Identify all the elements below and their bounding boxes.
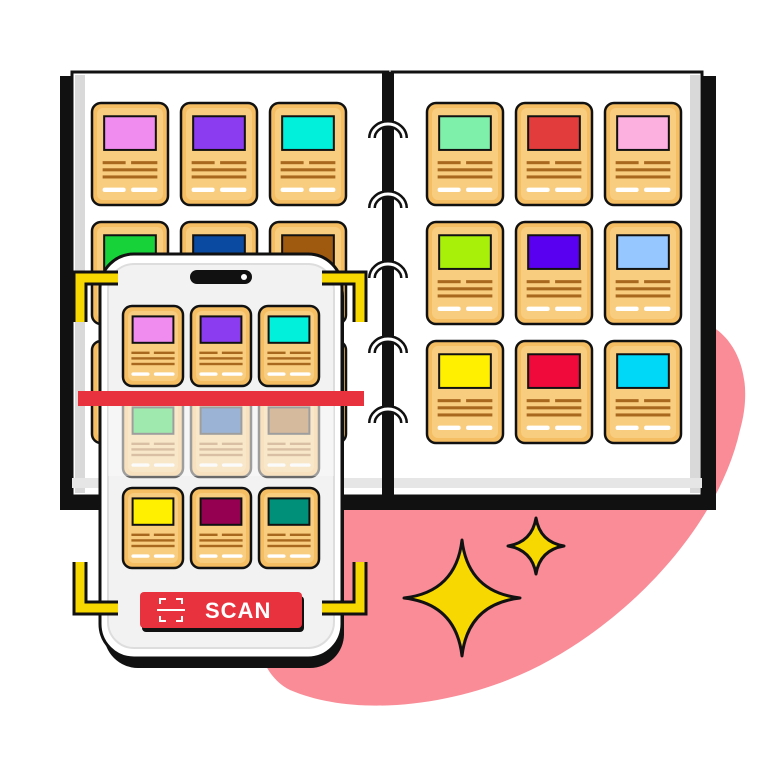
card-artwork	[199, 406, 243, 435]
phone-screen-card	[189, 486, 253, 570]
binder-card	[425, 220, 505, 326]
binder-card	[268, 101, 348, 207]
binder-card	[514, 101, 594, 207]
phone-screen-card	[121, 304, 185, 388]
card-artwork	[131, 315, 175, 344]
binder-right-page-shade	[690, 75, 700, 493]
card-artwork	[438, 234, 492, 270]
phone-screen-card	[257, 395, 321, 479]
scan-frame-icon	[157, 598, 185, 622]
corner-bracket-fill	[322, 562, 365, 613]
binder-card	[90, 101, 170, 207]
binder-ring-icon	[368, 190, 408, 209]
corner-bracket-fill	[322, 273, 365, 322]
binder-card	[603, 339, 683, 445]
card-artwork	[199, 315, 243, 344]
phone-screen-card	[121, 486, 185, 570]
phone	[98, 252, 344, 668]
phone-screen-card	[121, 395, 185, 479]
binder-page-bottom-edge-right	[392, 478, 702, 488]
phone-screen-card	[257, 486, 321, 570]
binder-card	[514, 220, 594, 326]
card-artwork	[438, 115, 492, 151]
scan-fade-overlay	[108, 404, 334, 476]
card-artwork	[267, 497, 311, 526]
card-artwork	[131, 497, 175, 526]
scan-button-label: SCAN	[205, 598, 271, 623]
card-artwork	[267, 315, 311, 344]
binder-card	[603, 220, 683, 326]
card-artwork	[527, 353, 581, 389]
card-artwork	[616, 353, 670, 389]
card-artwork	[616, 115, 670, 151]
binder-card	[425, 339, 505, 445]
phone-screen-cards	[121, 304, 321, 570]
binder-ring-icon	[368, 120, 408, 139]
binder-ring-icon	[368, 335, 408, 354]
scan-button-body	[140, 592, 302, 628]
binder-card	[603, 101, 683, 207]
binder-ring-icon	[368, 260, 408, 279]
sparkle-icon	[506, 516, 566, 576]
card-artwork	[192, 115, 246, 151]
card-artwork	[527, 115, 581, 151]
phone-camera-dot	[241, 274, 247, 280]
scan-corner-brackets	[72, 270, 368, 616]
binder-card	[514, 339, 594, 445]
binder-spine	[382, 72, 394, 496]
card-artwork	[267, 406, 311, 435]
binder-right-page-cards	[425, 101, 683, 445]
card-artwork	[438, 353, 492, 389]
scan-line	[78, 391, 364, 406]
phone-screen-card	[189, 395, 253, 479]
phone-notch	[190, 270, 252, 284]
card-artwork	[199, 497, 243, 526]
binder-ring-icon	[368, 405, 408, 424]
sparkle-icon	[402, 538, 522, 658]
binder-card	[179, 101, 259, 207]
binder-rings	[368, 120, 408, 424]
card-artwork	[616, 234, 670, 270]
phone-screen-card	[189, 304, 253, 388]
scan-button[interactable]: SCAN	[140, 592, 304, 632]
card-artwork	[527, 234, 581, 270]
card-artwork	[131, 406, 175, 435]
phone-screen-card	[257, 304, 321, 388]
binder-card	[425, 101, 505, 207]
card-artwork	[281, 115, 335, 151]
card-artwork	[103, 115, 157, 151]
corner-bracket-fill	[75, 562, 118, 613]
corner-bracket-fill	[75, 273, 118, 322]
